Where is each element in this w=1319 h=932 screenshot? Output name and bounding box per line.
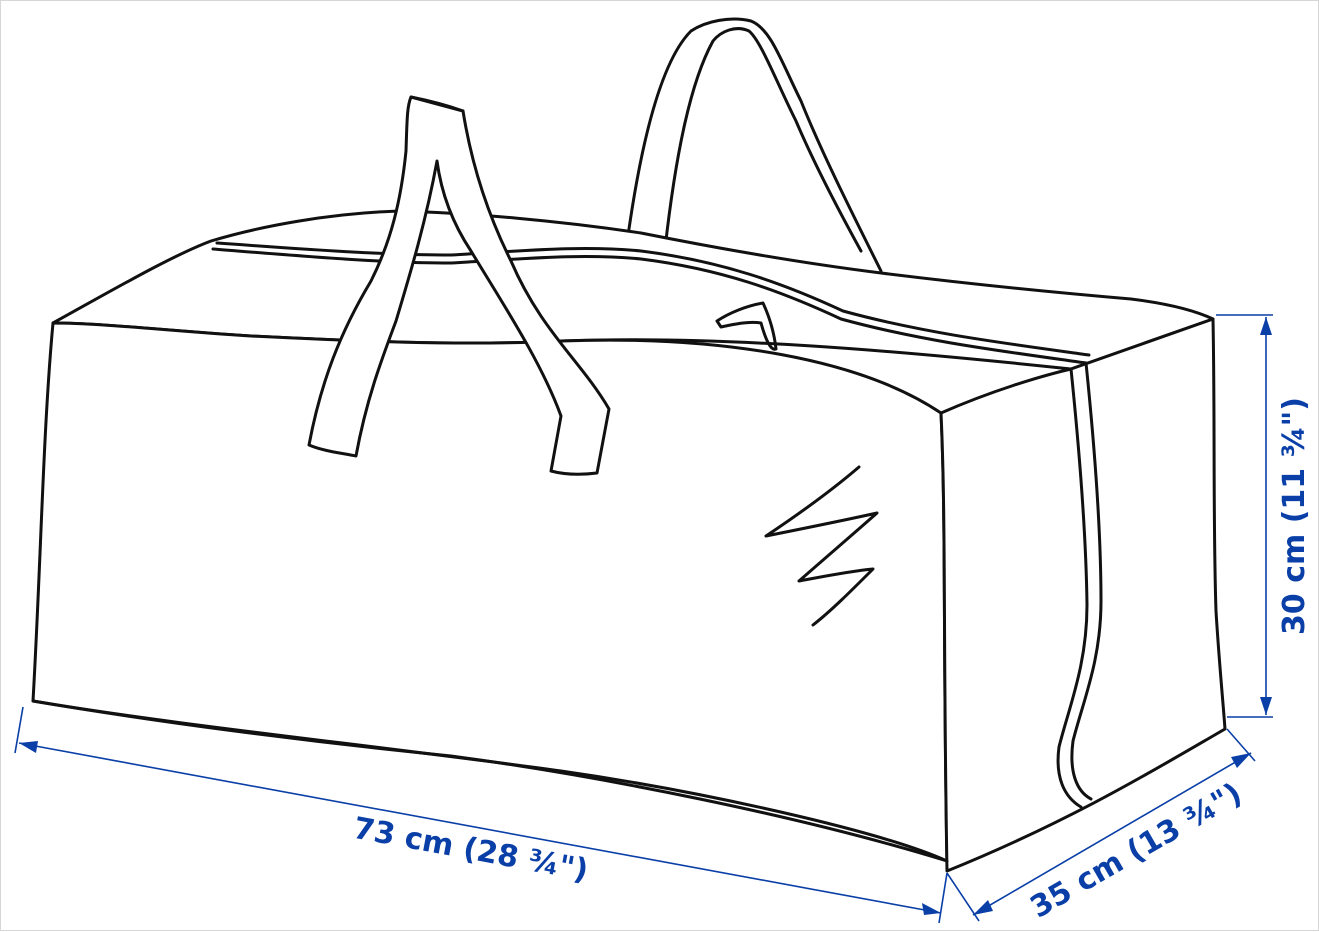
front-handle-fold bbox=[409, 95, 465, 113]
height-dimension: 30 cm (11 ¾") bbox=[1216, 314, 1312, 718]
decorative-zigzag-icon bbox=[764, 465, 879, 627]
width-label: 73 cm (28 ¾") bbox=[351, 811, 591, 889]
side-zipper-line-inner bbox=[1056, 367, 1089, 809]
width-arrow-right bbox=[922, 903, 941, 915]
depth-arrow-right bbox=[1231, 753, 1251, 768]
bottom-wrinkle bbox=[31, 699, 949, 863]
depth-extension-left bbox=[946, 872, 980, 922]
depth-dimension-line bbox=[972, 752, 1252, 916]
front-handle bbox=[307, 95, 611, 476]
depth-extension-right bbox=[1226, 728, 1256, 762]
width-extension-left bbox=[14, 706, 24, 754]
back-handle bbox=[625, 17, 883, 273]
zipper-pull-icon bbox=[715, 301, 778, 351]
width-arrow-left bbox=[19, 741, 38, 753]
bag-side-panel bbox=[939, 317, 1227, 873]
width-dimension-line bbox=[18, 742, 942, 914]
height-arrow-bottom bbox=[1260, 697, 1272, 715]
height-label: 30 cm (11 ¾") bbox=[1277, 397, 1312, 635]
side-zipper-line bbox=[1070, 361, 1103, 801]
width-extension-right bbox=[938, 872, 948, 924]
bag-front-panel bbox=[31, 321, 949, 863]
depth-arrow-left bbox=[973, 900, 993, 915]
height-arrow-top bbox=[1260, 317, 1272, 335]
zipper-line-inner bbox=[215, 241, 1091, 357]
zipper-line bbox=[211, 247, 1088, 365]
